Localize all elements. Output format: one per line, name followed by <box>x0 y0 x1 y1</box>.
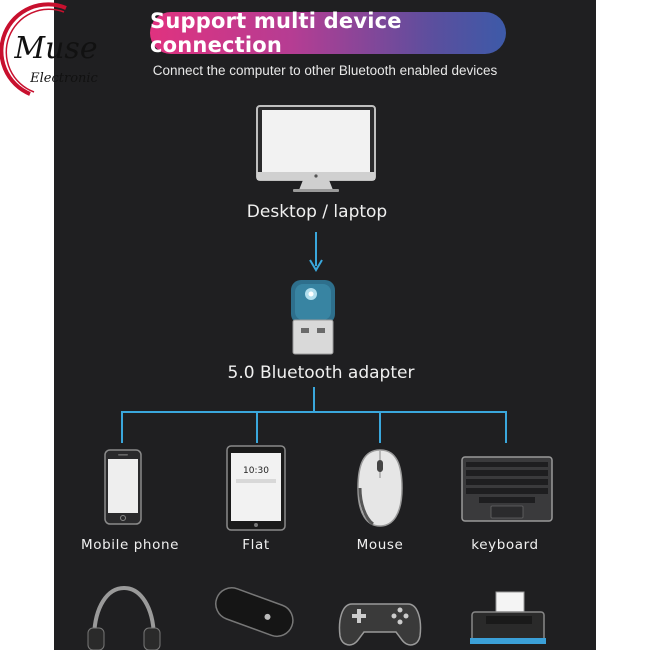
tablet-icon: 10:30 <box>226 445 286 531</box>
usb-bluetooth-adapter-icon <box>291 280 335 355</box>
device-label-mobile-phone: Mobile phone <box>80 537 180 553</box>
device-label-flat: Flat <box>242 537 270 553</box>
bluetooth-speaker-icon <box>215 587 294 638</box>
keyboard-icon <box>461 456 553 522</box>
arrow-down-icon <box>309 232 323 272</box>
adapter-label: 5.0 Bluetooth adapter <box>227 363 415 383</box>
headline-banner: Support multi device connection <box>150 9 506 57</box>
mobile-phone-icon <box>104 449 142 525</box>
device-label-mouse: Mouse <box>356 537 404 553</box>
computer-label: Desktop / laptop <box>246 202 388 222</box>
device-label-keyboard: keyboard <box>471 537 539 553</box>
logo-text-electronic: Electronic <box>29 71 98 86</box>
logo-text-muse: Muse <box>13 31 97 66</box>
subtitle-text: Connect the computer to other Bluetooth … <box>152 63 498 78</box>
tablet-time-text: 10:30 <box>243 466 269 476</box>
headphones-icon <box>87 585 161 650</box>
gamepad-icon <box>338 603 422 646</box>
connection-lines <box>121 387 507 443</box>
printer-icon <box>470 591 546 644</box>
mouse-icon <box>357 449 403 527</box>
desktop-computer-icon <box>256 105 376 192</box>
muse-electronic-logo: Muse Electronic <box>0 2 99 96</box>
